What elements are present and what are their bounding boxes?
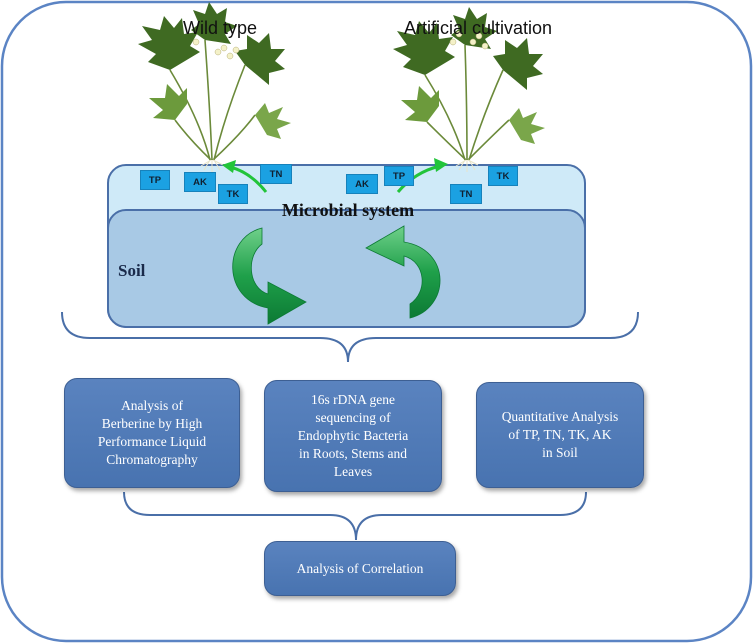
bottom-bracket (123, 491, 587, 541)
title-wild-type: Wild type (183, 18, 257, 38)
plant-wild-icon (138, 2, 291, 172)
title-artificial-cultivation: Artificial cultivation (404, 18, 552, 38)
plant-cultivated-icon (393, 7, 545, 172)
analysis-box-16s-rdna-text: 16s rDNA gene sequencing of Endophytic B… (297, 392, 409, 479)
analysis-box-soil-nutrients-text: Quantitative Analysis of TP, TN, TK, AK … (501, 409, 619, 460)
correlation-box-text: Analysis of Correlation (296, 560, 424, 576)
cycle-arrow-icon (232, 225, 441, 325)
analysis-box-soil-nutrients: Quantitative Analysis of TP, TN, TK, AK … (476, 382, 644, 488)
nutrient-tag-tn-right: TN (450, 184, 482, 204)
soil-body (107, 209, 586, 328)
nutrient-tag-tn-left: TN (260, 164, 292, 184)
nutrient-tag-tk-left: TK (218, 184, 248, 204)
nutrient-tag-ak-left: AK (184, 172, 216, 192)
nutrient-tag-tp-right: TP (384, 166, 414, 186)
analysis-box-berberine: Analysis of Berberine by High Performanc… (64, 378, 240, 488)
uptake-arrow-icon (222, 158, 448, 193)
correlation-box: Analysis of Correlation (264, 541, 456, 596)
nutrient-tag-ak-right: AK (346, 174, 378, 194)
analysis-box-berberine-text: Analysis of Berberine by High Performanc… (97, 398, 207, 467)
nutrient-tag-tp-left: TP (140, 170, 170, 190)
soil-label: Soil (118, 261, 146, 280)
microbial-system-label: Microbial system (282, 200, 414, 220)
top-bracket (61, 311, 639, 363)
nutrient-tag-tk-right: TK (488, 166, 518, 186)
analysis-box-16s-rdna: 16s rDNA gene sequencing of Endophytic B… (264, 380, 442, 492)
